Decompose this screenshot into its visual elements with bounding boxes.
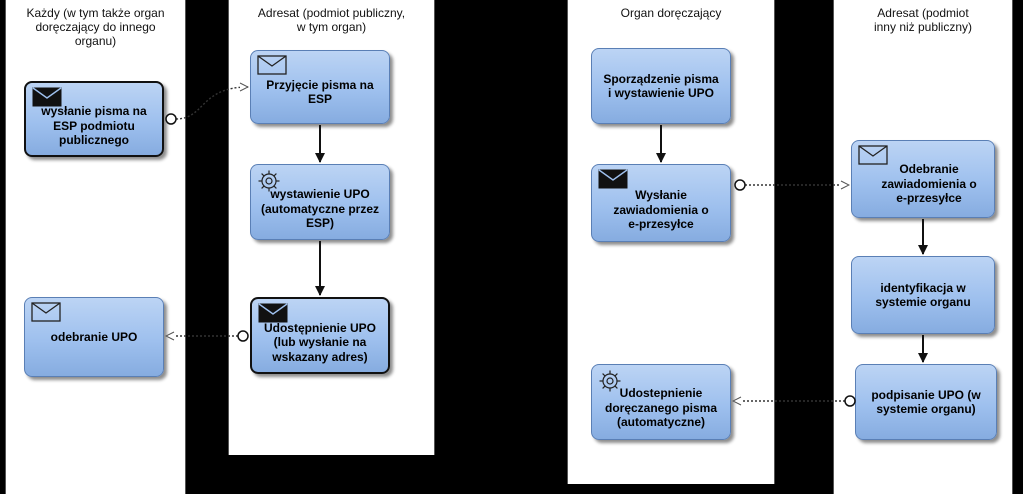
task-label: Odebranie zawiadomienia o e-przesyłce: [881, 162, 977, 206]
envelope-outline-icon: [858, 145, 888, 170]
envelope-outline-icon: [257, 55, 287, 80]
task-label: odebranie UPO: [50, 329, 138, 344]
lane-title: Każdy (w tym także organ doręczający do …: [26, 6, 165, 48]
task-send-notice[interactable]: Wysłanie zawiadomienia o e-przesyłce: [591, 164, 731, 242]
envelope-filled-icon: [32, 87, 62, 112]
task-label: wystawienie UPO (automatyczne przez ESP): [260, 187, 380, 231]
gear-icon: [598, 369, 622, 398]
task-label: Udostepnienie doręczanego pisma (automat…: [604, 386, 718, 430]
message-flow-send-to-accept: [175, 87, 248, 120]
task-label: identyfikacja w systemie organu: [875, 280, 971, 310]
lane-title: Organ doręczający: [620, 6, 722, 20]
message-flow-start: [844, 395, 856, 407]
task-label: wysłanie pisma na ESP podmiotu publiczne…: [41, 104, 147, 148]
message-flow-start: [165, 113, 177, 125]
task-label: Sporządzenie pisma i wystawienie UPO: [603, 71, 719, 101]
task-label: Wysłanie zawiadomienia o e-przesyłce: [613, 188, 709, 232]
task-receive-upo[interactable]: odebranie UPO: [24, 297, 164, 377]
envelope-outline-icon: [31, 302, 61, 327]
task-label: podpisanie UPO (w systemie organu): [871, 387, 981, 417]
task-label: Udostępnienie UPO (lub wysłanie na wskaz…: [263, 320, 376, 364]
task-sign-upo[interactable]: podpisanie UPO (w systemie organu): [855, 364, 997, 440]
task-prepare-letter[interactable]: Sporządzenie pisma i wystawienie UPO: [591, 48, 731, 124]
lane-title: Adresat (podmiot inny niż publiczny): [873, 6, 973, 34]
task-share-delivered[interactable]: Udostepnienie doręczanego pisma (automat…: [591, 364, 731, 440]
envelope-filled-icon: [258, 303, 288, 328]
task-share-upo[interactable]: Udostępnienie UPO (lub wysłanie na wskaz…: [250, 297, 390, 374]
task-issue-upo-auto[interactable]: wystawienie UPO (automatyczne przez ESP): [250, 164, 390, 240]
task-send-letter[interactable]: wysłanie pisma na ESP podmiotu publiczne…: [24, 81, 164, 157]
task-label: Przyjęcie pisma na ESP: [266, 77, 374, 107]
gear-icon: [257, 169, 281, 198]
task-accept-letter[interactable]: Przyjęcie pisma na ESP: [250, 50, 390, 124]
message-flow-start: [734, 179, 746, 191]
envelope-filled-icon: [598, 169, 628, 194]
lane-title: Adresat (podmiot publiczny, w tym organ): [257, 6, 406, 34]
message-flow-start: [237, 330, 249, 342]
task-receive-notice[interactable]: Odebranie zawiadomienia o e-przesyłce: [851, 140, 995, 218]
task-identify[interactable]: identyfikacja w systemie organu: [851, 256, 995, 334]
